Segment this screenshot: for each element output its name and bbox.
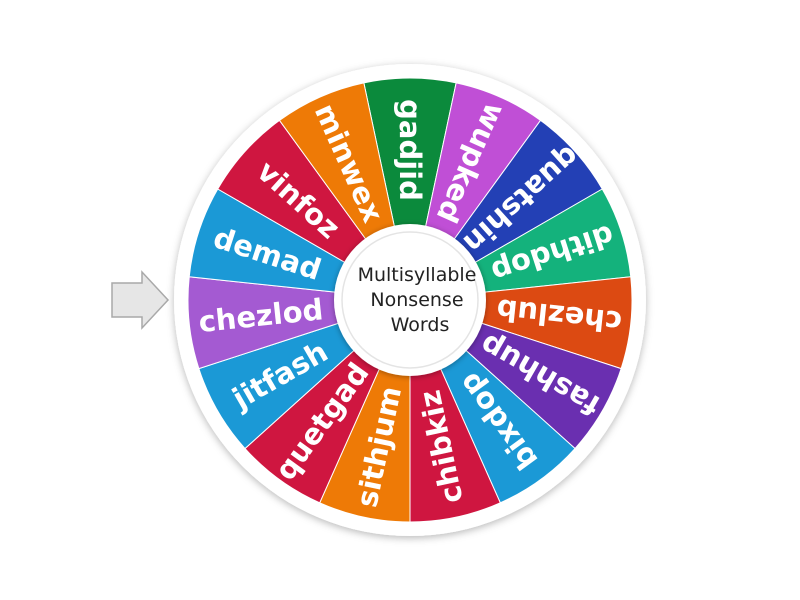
wheel-hub	[334, 224, 486, 376]
wheel-center-title: Multisyllable Nonsense Words	[358, 264, 483, 336]
wheel-segment: gadjid	[363, 77, 457, 233]
pointer-arrow-icon	[111, 270, 170, 330]
wheel-segment-label: gadjid	[393, 99, 427, 201]
wheel-hub-ring	[341, 231, 479, 369]
center-title-line-3: Words	[391, 314, 450, 336]
center-title-line-1: Multisyllable	[358, 264, 477, 286]
center-title-line-2: Nonsense	[370, 289, 463, 311]
